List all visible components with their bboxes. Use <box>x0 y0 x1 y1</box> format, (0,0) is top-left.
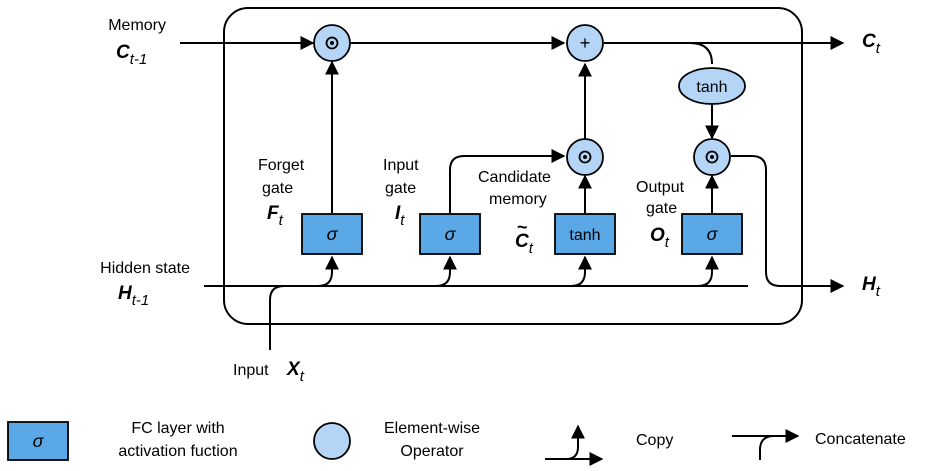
hidden-output-arrow <box>731 155 845 293</box>
candidate-label-line2: memory <box>489 191 547 208</box>
c-tilde-symbol: Ct <box>515 231 534 257</box>
legend-concatenate: Concatenate <box>732 429 906 460</box>
input-gate-label-line2: gate <box>385 180 416 197</box>
copy-to-tanh-line <box>689 42 713 65</box>
i-gate-symbol: It <box>395 203 405 229</box>
add-operator: + <box>566 24 604 62</box>
legend-fc-label-line2: activation fuction <box>118 443 237 460</box>
legend: σ FC layer with activation fuction Eleme… <box>7 420 906 466</box>
forget-gate-label-line2: gate <box>262 180 293 197</box>
legend-fc-layer: σ FC layer with activation fuction <box>7 420 238 461</box>
input-gate-fc: σ <box>419 213 481 255</box>
input-gate-symbol: σ <box>445 224 457 244</box>
x-input-symbol: Xt <box>286 359 305 385</box>
legend-copy-label: Copy <box>636 432 673 449</box>
legend-concatenate-label: Concatenate <box>815 431 906 448</box>
input-mult-operator <box>566 138 604 176</box>
input-label: Input <box>233 362 269 379</box>
candidate-fc: tanh <box>554 213 616 255</box>
branch-to-candidate <box>570 255 592 287</box>
tanh-operator-label: tanh <box>696 79 727 96</box>
legend-op-label-line2: Operator <box>400 443 464 460</box>
candidate-label-line1: Candidate <box>478 169 551 186</box>
output-gate-fc: σ <box>681 213 743 255</box>
forget-gate-fc: σ <box>301 213 363 255</box>
forget-mult-operator <box>313 24 351 62</box>
x-input-line <box>269 285 285 350</box>
memory-label: Memory <box>108 17 166 34</box>
h-out-label: Ht <box>862 274 881 300</box>
forget-gate-label-line1: Forget <box>258 157 305 174</box>
c-out-label: Ct <box>862 31 881 57</box>
h-prev-label: Ht-1 <box>118 283 149 309</box>
output-mult-operator <box>693 138 731 176</box>
branch-to-output-gate <box>697 255 719 287</box>
input-gate-to-mult-arrow <box>449 149 566 213</box>
o-gate-symbol: Ot <box>650 225 670 251</box>
lstm-cell-boundary <box>223 7 803 325</box>
legend-op-label-line1: Element-wise <box>384 420 480 437</box>
f-gate-symbol: Ft <box>267 203 284 229</box>
branch-to-input-gate <box>435 255 457 287</box>
c-prev-label: Ct-1 <box>116 42 147 68</box>
output-gate-label-line1: Output <box>636 179 685 196</box>
candidate-symbol: tanh <box>569 227 600 244</box>
output-gate-label-line2: gate <box>646 200 677 217</box>
add-symbol: + <box>580 33 591 53</box>
legend-operator: Element-wise Operator <box>313 420 480 460</box>
tanh-operator: tanh <box>678 67 746 105</box>
input-gate-label-line1: Input <box>383 157 419 174</box>
c-tilde-mark: ~ <box>517 217 528 237</box>
output-gate-symbol: σ <box>707 224 719 244</box>
branch-to-forget-gate <box>317 255 339 287</box>
legend-fc-symbol: σ <box>33 431 45 451</box>
hidden-state-label: Hidden state <box>100 260 190 277</box>
forget-gate-symbol: σ <box>327 224 339 244</box>
legend-copy: Copy <box>545 424 673 466</box>
legend-fc-label-line1: FC layer with <box>131 420 224 437</box>
